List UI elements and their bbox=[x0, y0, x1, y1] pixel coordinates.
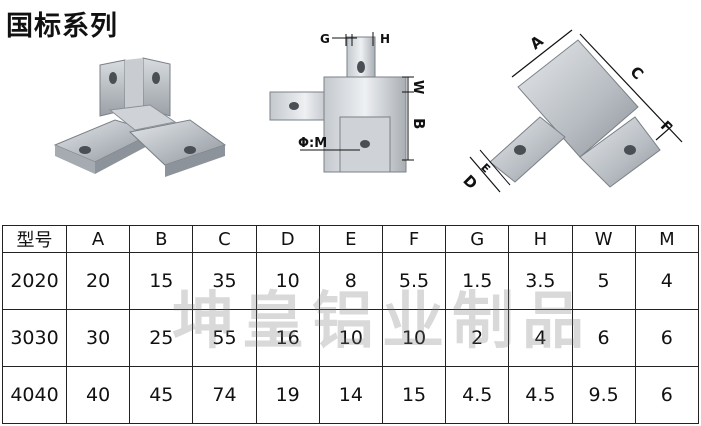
header-e: E bbox=[318, 225, 383, 253]
connector-top-view: A C F D E bbox=[460, 22, 700, 197]
cell-b: 15 bbox=[129, 252, 194, 310]
header-g: G bbox=[445, 225, 510, 253]
cell-g: 4.5 bbox=[445, 366, 510, 424]
cell-e: 8 bbox=[318, 252, 383, 310]
label-b: B bbox=[410, 118, 428, 129]
header-w: W bbox=[571, 225, 636, 253]
cell-d: 16 bbox=[255, 309, 320, 367]
label-h: H bbox=[380, 32, 390, 46]
cell-e: 14 bbox=[318, 366, 383, 424]
cell-w: 6 bbox=[571, 309, 636, 367]
cell-a: 40 bbox=[65, 366, 131, 424]
cell-model: 4040 bbox=[2, 366, 67, 424]
cell-h: 4 bbox=[508, 309, 573, 367]
cell-h: 3.5 bbox=[508, 252, 573, 310]
cell-c: 55 bbox=[192, 309, 257, 367]
cell-g: 2 bbox=[445, 309, 510, 367]
header-a: A bbox=[65, 225, 131, 253]
cell-f: 10 bbox=[381, 309, 447, 367]
cell-c: 74 bbox=[192, 366, 257, 424]
cell-w: 9.5 bbox=[571, 366, 636, 424]
label-w: W bbox=[410, 80, 425, 94]
cell-d: 19 bbox=[255, 366, 320, 424]
label-g: G bbox=[320, 32, 330, 46]
label-d: D bbox=[460, 171, 481, 193]
cell-model: 2020 bbox=[2, 252, 67, 310]
header-model: 型号 bbox=[2, 225, 67, 253]
header-b: B bbox=[129, 225, 194, 253]
connector-photo-left bbox=[45, 50, 235, 190]
table-row: 4040 40 45 74 19 14 15 4.5 4.5 9.5 6 bbox=[2, 366, 700, 424]
header-h: H bbox=[508, 225, 573, 253]
cell-m: 6 bbox=[634, 309, 700, 367]
cell-f: 15 bbox=[381, 366, 447, 424]
table-row: 3030 30 25 55 16 10 10 2 4 6 6 bbox=[2, 309, 700, 367]
spec-table: 型号 A B C D E F G H W M 2020 20 15 35 10 … bbox=[2, 225, 700, 424]
cell-h: 4.5 bbox=[508, 366, 573, 424]
label-f: F bbox=[657, 118, 675, 136]
cell-a: 30 bbox=[65, 309, 131, 367]
cell-m: 6 bbox=[634, 366, 700, 424]
cell-a: 20 bbox=[65, 252, 131, 310]
cell-m: 4 bbox=[634, 252, 700, 310]
label-a: A bbox=[526, 32, 547, 54]
connector-side-view: G H W B Φ:M bbox=[262, 22, 437, 187]
cell-e: 10 bbox=[318, 309, 383, 367]
cell-w: 5 bbox=[571, 252, 636, 310]
header-c: C bbox=[192, 225, 257, 253]
header-f: F bbox=[381, 225, 447, 253]
table-header-row: 型号 A B C D E F G H W M bbox=[2, 225, 700, 253]
header-d: D bbox=[255, 225, 320, 253]
label-c: C bbox=[627, 63, 648, 84]
cell-b: 45 bbox=[129, 366, 194, 424]
header-m: M bbox=[634, 225, 700, 253]
label-e: E bbox=[478, 161, 493, 176]
cell-model: 3030 bbox=[2, 309, 67, 367]
cell-f: 5.5 bbox=[381, 252, 447, 310]
table-row: 2020 20 15 35 10 8 5.5 1.5 3.5 5 4 bbox=[2, 252, 700, 310]
label-phi-m: Φ:M bbox=[298, 136, 327, 151]
cell-g: 1.5 bbox=[445, 252, 510, 310]
cell-b: 25 bbox=[129, 309, 194, 367]
cell-d: 10 bbox=[255, 252, 320, 310]
cell-c: 35 bbox=[192, 252, 257, 310]
page-title: 国标系列 bbox=[6, 11, 118, 42]
